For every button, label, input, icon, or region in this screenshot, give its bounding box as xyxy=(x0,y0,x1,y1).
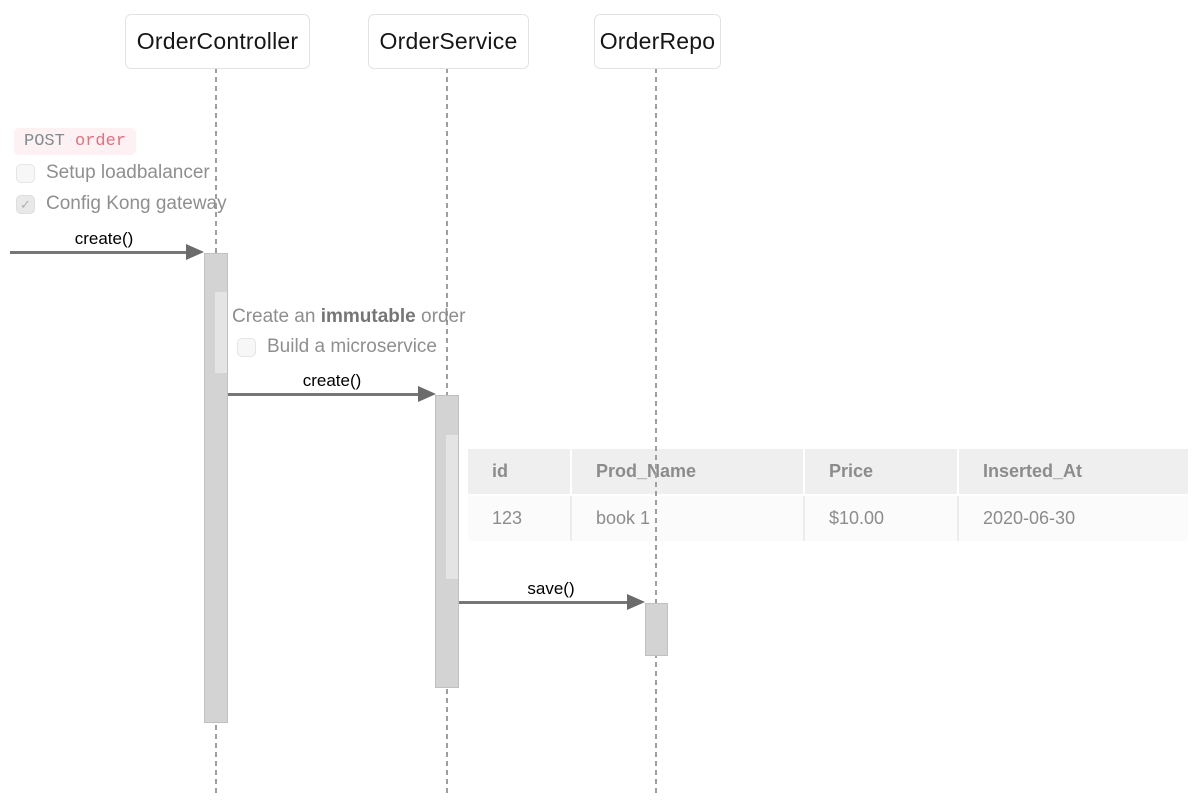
actor-box-ordercontroller: OrderController xyxy=(125,14,310,69)
actor-label: OrderController xyxy=(136,28,299,54)
badge-space xyxy=(65,132,75,151)
activation-bar-orderservice xyxy=(435,395,459,688)
arrowhead-icon xyxy=(627,594,645,610)
message-arrow-create-2 xyxy=(228,393,420,396)
table-cell-prod-name: book 1 xyxy=(570,496,803,541)
message-label-save: save() xyxy=(527,579,575,598)
activation-bar-ordercontroller xyxy=(204,253,228,723)
checkbox-unchecked[interactable]: ✓ xyxy=(16,163,35,183)
table-header-id: id xyxy=(492,461,508,481)
http-path: order xyxy=(75,132,127,151)
table-header-inserted-at: Inserted_At xyxy=(957,449,1188,494)
http-method: POST xyxy=(24,132,65,151)
checkmark-icon: ✓ xyxy=(20,196,31,212)
arrowhead-icon xyxy=(186,244,204,260)
table-cell-price: $10.00 xyxy=(803,496,957,541)
note-bold-word: immutable xyxy=(320,306,416,327)
actor-box-orderservice: OrderService xyxy=(368,14,529,69)
checklist-label: Config Kong gateway xyxy=(46,193,227,214)
table-cell-id: 123 xyxy=(492,508,523,528)
actor-box-orderrepo: OrderRepo xyxy=(594,14,721,69)
table-header-prod-name: Prod_Name xyxy=(570,449,803,494)
lifeline-orderrepo xyxy=(655,68,657,797)
message-label-create-2: create() xyxy=(302,371,362,390)
checklist-item-build-a-microservice: ✓ Build a microservice xyxy=(237,336,437,358)
message-arrow-save xyxy=(459,601,629,604)
table-header-price: Price xyxy=(803,449,957,494)
arrowhead-icon xyxy=(418,386,436,402)
activation-bar-orderrepo xyxy=(645,603,668,656)
message-arrow-create-1 xyxy=(10,251,188,254)
table-cell-inserted-at: 2020-06-30 xyxy=(957,496,1188,541)
checklist-item-config-kong-gateway: ✓ Config Kong gateway xyxy=(16,193,227,215)
table-header-row: id Prod_Name Price Inserted_At xyxy=(468,449,1188,494)
checklist-label: Setup loadbalancer xyxy=(46,162,210,183)
actor-label: OrderService xyxy=(379,28,518,54)
activation-inner-segment xyxy=(446,435,458,579)
checklist-label: Build a microservice xyxy=(267,336,437,357)
note-create-immutable-order: Create an immutable order xyxy=(232,306,465,328)
activation-inner-segment xyxy=(215,292,227,373)
order-table: id Prod_Name Price Inserted_At 123 book … xyxy=(468,449,1188,541)
checkbox-checked[interactable]: ✓ xyxy=(16,194,35,214)
note-prefix: Create an xyxy=(232,306,321,327)
actor-label: OrderRepo xyxy=(599,28,716,54)
checkbox-unchecked[interactable]: ✓ xyxy=(237,337,256,357)
message-label-create-1: create() xyxy=(74,229,134,248)
http-request-badge: POST order xyxy=(14,128,137,155)
checklist-item-setup-loadbalancer: ✓ Setup loadbalancer xyxy=(16,162,210,184)
table-row: 123 book 1 $10.00 2020-06-30 xyxy=(468,496,1188,541)
note-suffix: order xyxy=(415,306,466,327)
